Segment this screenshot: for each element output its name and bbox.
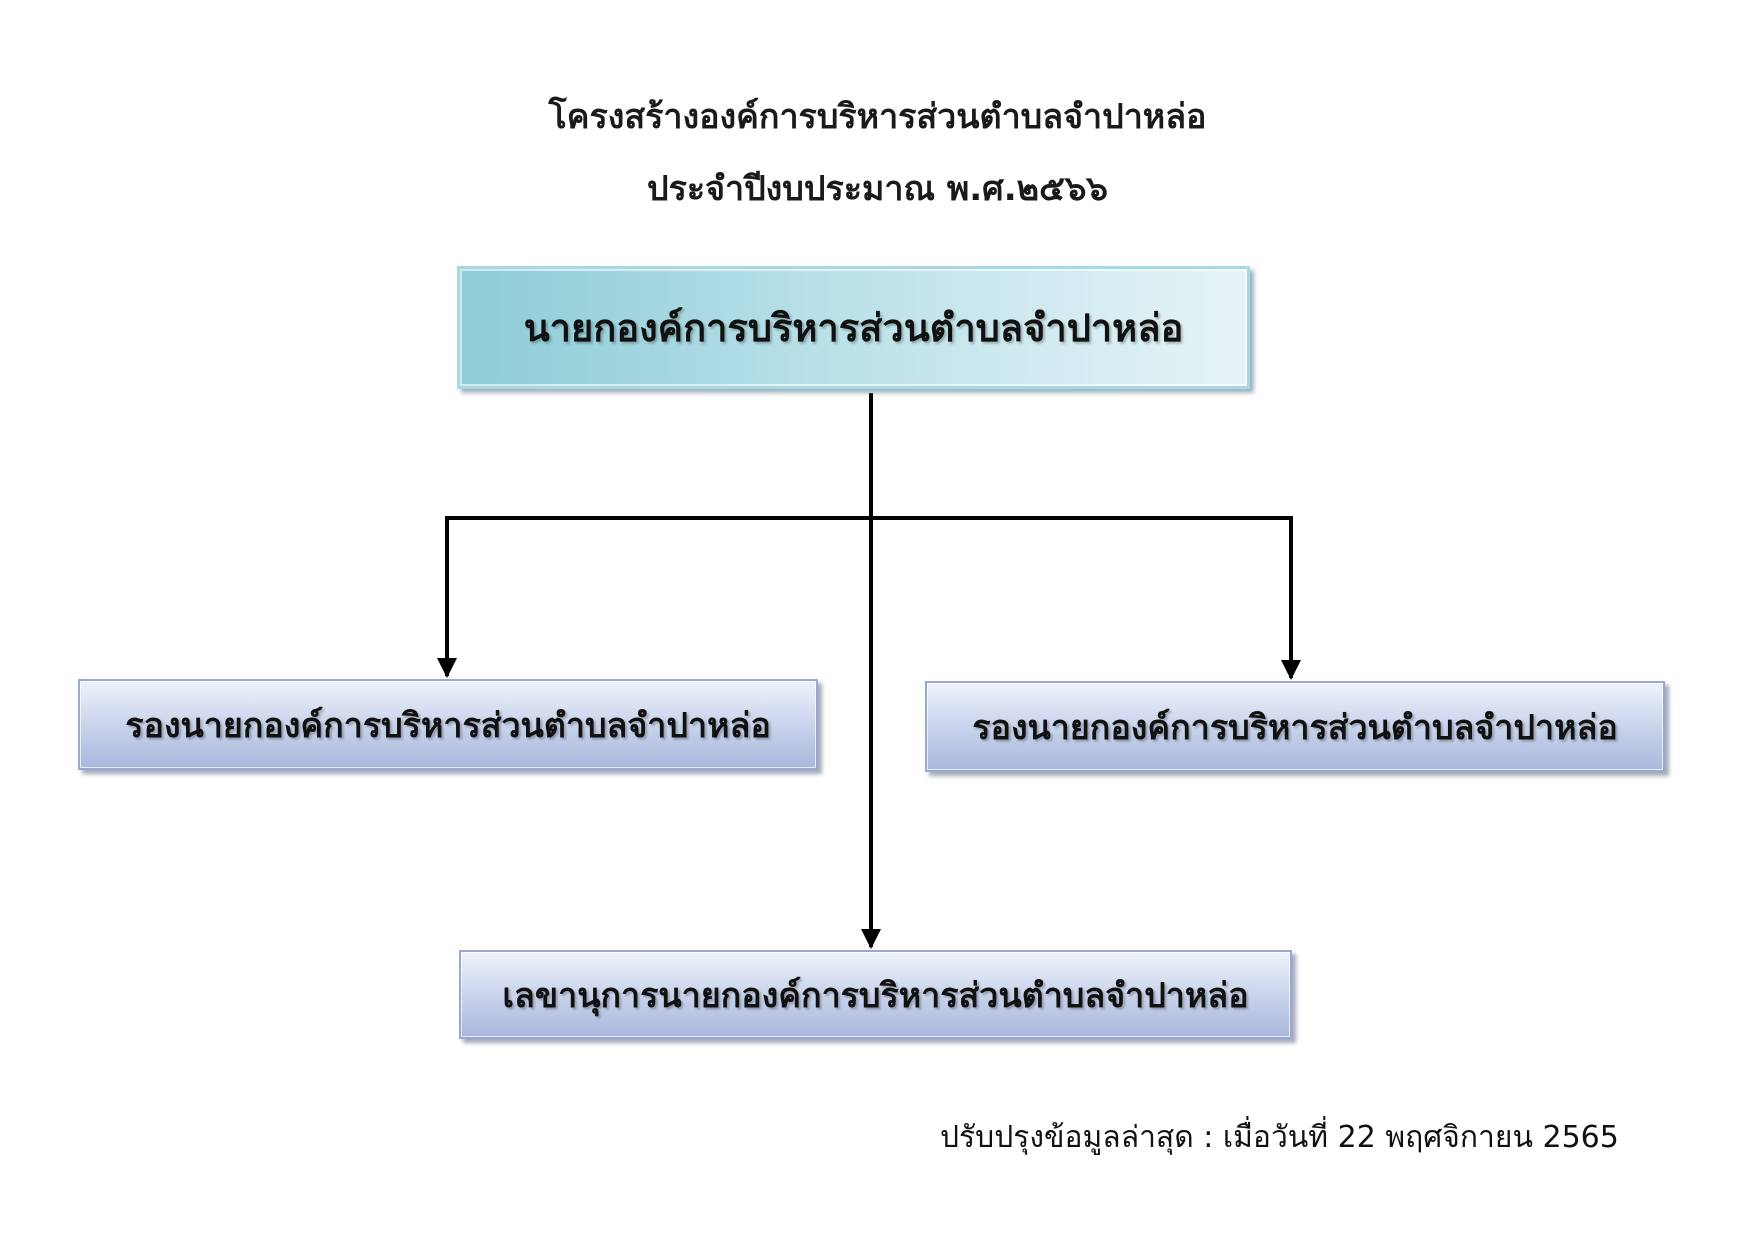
node-deputy-right-label: รองนายกองค์การบริหารส่วนตำบลจำปาหล่อ: [972, 707, 1618, 748]
node-deputy-left-label: รองนายกองค์การบริหารส่วนตำบลจำปาหล่อ: [125, 705, 771, 746]
node-secretary-label: เลขานุการนายกองค์การบริหารส่วนตำบลจำปาหล…: [502, 975, 1249, 1016]
chart-title: โครงสร้างองค์การบริหารส่วนตำบลจำปาหล่อ: [548, 97, 1207, 137]
node-deputy-right: รองนายกองค์การบริหารส่วนตำบลจำปาหล่อ: [925, 681, 1665, 772]
node-chief-executive-label: นายกองค์การบริหารส่วนตำบลจำปาหล่อ: [523, 306, 1184, 350]
last-updated-note: ปรับปรุงข้อมูลล่าสุด : เมื่อวันที่ 22 พฤ…: [940, 1120, 1619, 1155]
chart-subtitle: ประจำปีงบประมาณ พ.ศ.๒๕๖๖: [646, 169, 1108, 209]
node-deputy-left: รองนายกองค์การบริหารส่วนตำบลจำปาหล่อ: [78, 679, 818, 770]
node-chief-executive: นายกองค์การบริหารส่วนตำบลจำปาหล่อ: [457, 266, 1250, 389]
node-secretary: เลขานุการนายกองค์การบริหารส่วนตำบลจำปาหล…: [459, 950, 1292, 1039]
